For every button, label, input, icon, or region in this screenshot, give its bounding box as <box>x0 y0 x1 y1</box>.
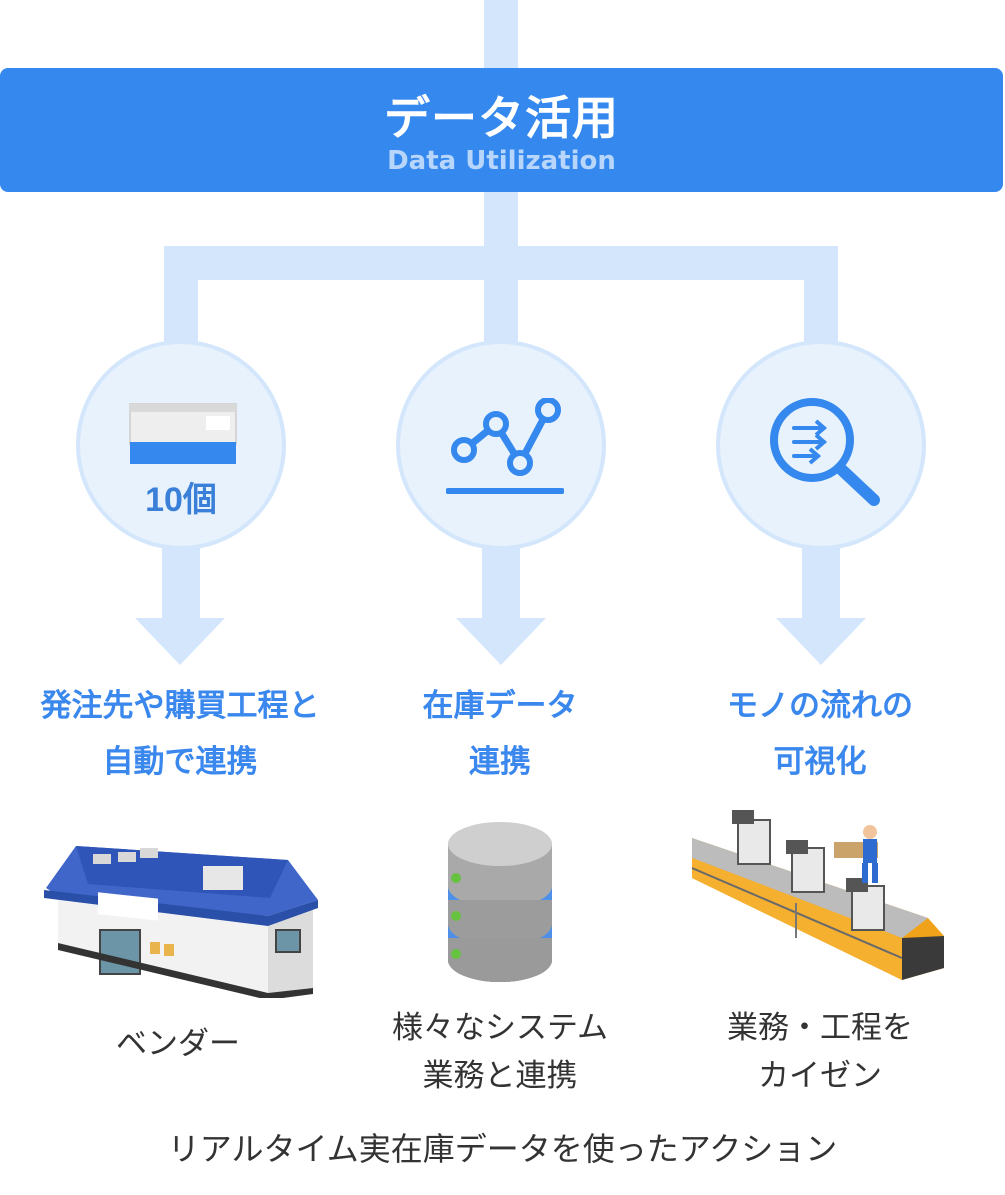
caption-kaizen: 業務・工程を カイゼン <box>650 1004 990 1100</box>
caption-line: 業務と連携 <box>422 1058 578 1094</box>
heading-flow-visualization: モノの流れの 可視化 <box>640 678 1000 790</box>
caption-line: ベンダー <box>116 1026 240 1062</box>
heading-line: モノの流れの <box>727 688 913 724</box>
magnifier-flow-icon <box>770 398 880 506</box>
caption-vendor: ベンダー <box>8 1020 348 1068</box>
caption-line: 様々なシステム <box>391 1010 609 1046</box>
arrow-down-left <box>135 545 225 665</box>
connector-lines <box>135 0 866 665</box>
caption-systems: 様々なシステム 業務と連携 <box>330 1004 670 1100</box>
store-building-illustration <box>44 846 318 998</box>
factory-conveyor-illustration <box>692 810 944 980</box>
circle-inventory-data <box>396 340 606 550</box>
line-chart-icon <box>446 398 564 494</box>
circle-inventory-count: 10個 <box>76 340 286 550</box>
caption-line: カイゼン <box>758 1058 882 1094</box>
heading-line: 連携 <box>469 744 531 780</box>
heading-vendor-link: 発注先や購買工程と 自動で連携 <box>0 678 360 790</box>
footer-text: リアルタイム実在庫データを使ったアクション <box>167 1130 838 1168</box>
database-server-illustration <box>448 822 552 982</box>
card-icon <box>129 403 237 464</box>
arrow-down-right <box>776 545 866 665</box>
banner-subtitle: Data Utilization <box>387 146 616 176</box>
caption-line: 業務・工程を <box>727 1010 913 1046</box>
data-utilization-banner: データ活用 Data Utilization <box>0 68 1003 192</box>
heading-line: 在庫データ <box>422 688 578 724</box>
circle-visualization <box>716 340 926 550</box>
heading-inventory-data-link: 在庫データ 連携 <box>320 678 680 790</box>
heading-line: 自動で連携 <box>102 744 258 780</box>
heading-line: 可視化 <box>773 744 867 780</box>
heading-line: 発注先や購買工程と <box>40 688 320 724</box>
banner-title: データ活用 <box>384 91 619 145</box>
circle-label: 10個 <box>145 481 217 519</box>
arrow-down-center <box>456 545 546 665</box>
